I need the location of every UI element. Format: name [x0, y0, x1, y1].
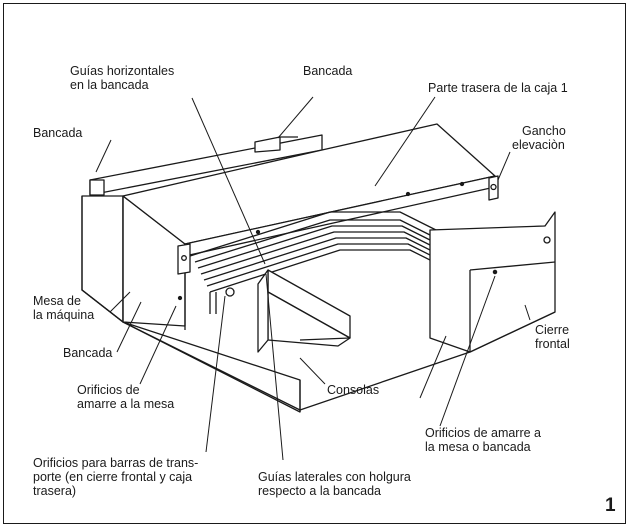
left-mounting-plate: [177, 181, 465, 301]
label-mesa: Mesa de la máquina: [33, 294, 95, 322]
label-guias-horizontales: Guías horizontales en la bancada: [70, 64, 175, 92]
label-cierre-frontal: Cierre frontal: [535, 323, 570, 351]
label-bancada-top: Bancada: [303, 64, 353, 78]
figure-frame: [3, 3, 626, 524]
lifting-hook-plate: [488, 175, 551, 244]
label-bancada-lower: Bancada: [63, 346, 113, 360]
leader-lines: [95, 96, 531, 461]
label-parte-trasera: Parte trasera de la caja 1: [428, 81, 568, 95]
figure-number: 1: [605, 495, 616, 516]
label-orificios-bancada: Orificios de amarre a la mesa o bancada: [425, 426, 542, 454]
label-consolas: Consolas: [327, 383, 380, 397]
label-bancada-left: Bancada: [33, 126, 83, 140]
console: [257, 269, 351, 353]
label-guias-laterales: Guías laterales con holgura respecto a l…: [258, 470, 411, 498]
label-gancho: Gancho elevaciòn: [512, 124, 566, 152]
label-orificios-barras: Orificios para barras de trans- porte (e…: [33, 456, 199, 498]
label-orificios-mesa: Orificios de amarre a la mesa: [77, 383, 175, 411]
